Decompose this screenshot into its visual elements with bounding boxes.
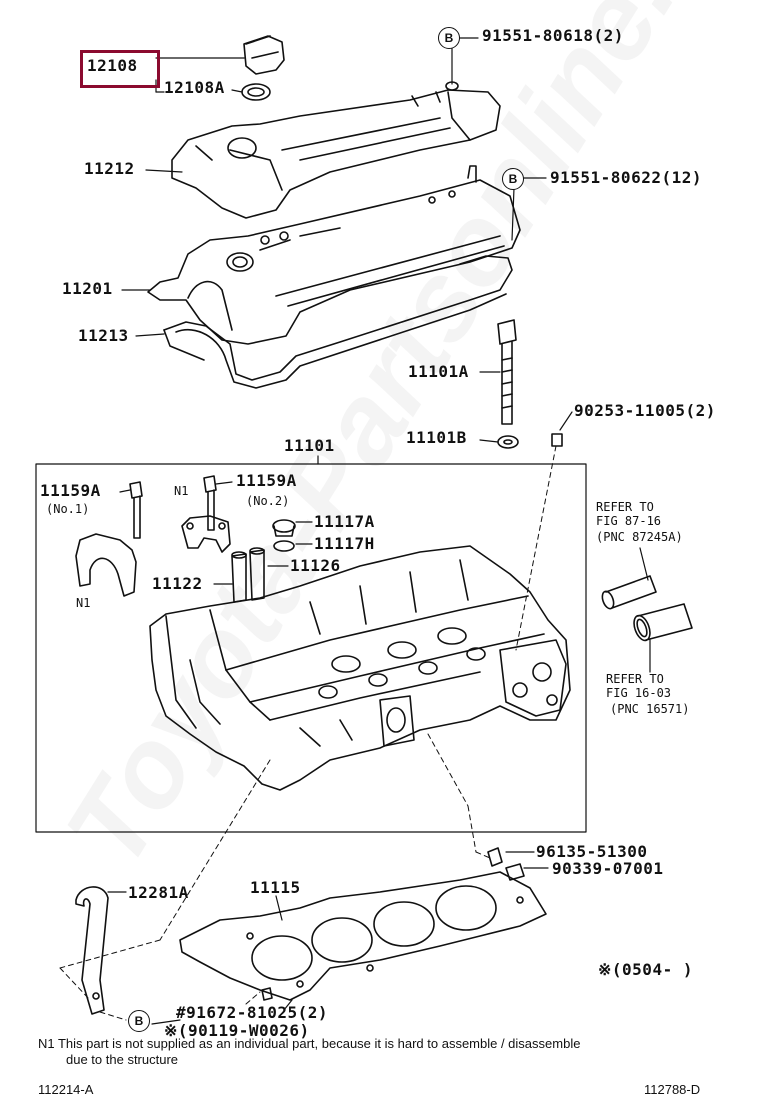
label-96135-51300[interactable]: 96135-51300 bbox=[536, 842, 648, 861]
dashed-guides bbox=[59, 445, 557, 1021]
valve-guide-11126 bbox=[249, 547, 265, 601]
footnote-n1-line1: N1 This part is not supplied as an indiv… bbox=[38, 1036, 581, 1051]
bolt-washer bbox=[497, 435, 519, 449]
circle-b-cover: B bbox=[502, 168, 524, 190]
figure-id-left: 112214-A bbox=[38, 1082, 94, 1097]
leader-lines bbox=[107, 37, 651, 1025]
label-11159a-no1[interactable]: 11159A bbox=[40, 481, 101, 500]
cylinder-head bbox=[149, 545, 571, 791]
head-bolt bbox=[497, 319, 517, 425]
bearing-cap-bolt-2 bbox=[203, 475, 217, 531]
label-no2: (No.2) bbox=[246, 494, 290, 508]
head-cover-main bbox=[147, 165, 521, 345]
label-11159a-no2[interactable]: 11159A bbox=[236, 471, 297, 490]
head-cover-gasket bbox=[163, 255, 513, 389]
bolt-91672 bbox=[261, 987, 273, 1001]
label-11212[interactable]: 11212 bbox=[84, 159, 135, 178]
dowel-pin bbox=[551, 433, 563, 447]
engine-hanger bbox=[75, 886, 109, 1015]
cylinder-head-group-frame bbox=[35, 463, 587, 833]
refer-2-line2[interactable]: FIG 16-03 bbox=[606, 686, 672, 700]
label-11101[interactable]: 11101 bbox=[284, 436, 335, 455]
label-91551-80618[interactable]: 91551-80618(2) bbox=[482, 26, 624, 45]
circle-b-top: B bbox=[438, 27, 460, 49]
label-12108a[interactable]: 12108A bbox=[164, 78, 225, 97]
oil-filler-cap bbox=[243, 35, 285, 75]
refer-2-pnc: (PNC 16571) bbox=[610, 702, 690, 716]
selected-part-highlight bbox=[80, 50, 160, 88]
label-12281a[interactable]: 12281A bbox=[128, 883, 189, 902]
valve-guide-11122 bbox=[231, 551, 247, 603]
tube-87245a bbox=[601, 575, 657, 610]
tube-16571 bbox=[633, 603, 693, 642]
figure-id-right: 112788-D bbox=[644, 1082, 701, 1097]
label-90253-11005[interactable]: 90253-11005(2) bbox=[574, 401, 716, 420]
label-12108[interactable]: 12108 bbox=[87, 56, 138, 75]
label-11213[interactable]: 11213 bbox=[78, 326, 129, 345]
label-n1-left: N1 bbox=[76, 596, 91, 610]
bearing-cap-bolt bbox=[129, 481, 143, 539]
label-n1-cap: N1 bbox=[174, 484, 189, 498]
label-90119-w0026[interactable]: ※(90119-W0026) bbox=[164, 1021, 310, 1040]
refer-2-line1: REFER TO bbox=[606, 672, 664, 686]
production-range-note: ※(0504- ) bbox=[598, 960, 693, 979]
gasket-11117h bbox=[273, 540, 295, 552]
label-91551-80622[interactable]: 91551-80622(12) bbox=[550, 168, 702, 187]
camshaft-bearing-cap bbox=[75, 533, 137, 597]
label-11117h[interactable]: 11117H bbox=[314, 534, 375, 553]
pin-90339 bbox=[505, 863, 525, 881]
filler-cap-gasket bbox=[241, 83, 271, 101]
label-11126[interactable]: 11126 bbox=[290, 556, 341, 575]
label-91672-81025[interactable]: #91672-81025(2) bbox=[176, 1003, 328, 1022]
label-11115[interactable]: 11115 bbox=[250, 878, 301, 897]
label-no1: (No.1) bbox=[46, 502, 90, 516]
plug-11117a bbox=[272, 519, 296, 537]
label-11101b[interactable]: 11101B bbox=[406, 428, 467, 447]
label-11101a[interactable]: 11101A bbox=[408, 362, 469, 381]
label-11122[interactable]: 11122 bbox=[152, 574, 203, 593]
cylinder-head-gasket bbox=[179, 871, 547, 1001]
stud-96135 bbox=[487, 847, 503, 867]
refer-1-pnc: (PNC 87245A) bbox=[596, 530, 683, 544]
circle-b-bottom: B bbox=[128, 1010, 150, 1032]
label-11201[interactable]: 11201 bbox=[62, 279, 113, 298]
refer-1-line1: REFER TO bbox=[596, 500, 654, 514]
footnote-n1-line2: due to the structure bbox=[66, 1052, 179, 1067]
bearing-cap-n1 bbox=[181, 515, 231, 553]
label-90339-07001[interactable]: 90339-07001 bbox=[552, 859, 664, 878]
label-11117a[interactable]: 11117A bbox=[314, 512, 375, 531]
refer-1-line2[interactable]: FIG 87-16 bbox=[596, 514, 662, 528]
